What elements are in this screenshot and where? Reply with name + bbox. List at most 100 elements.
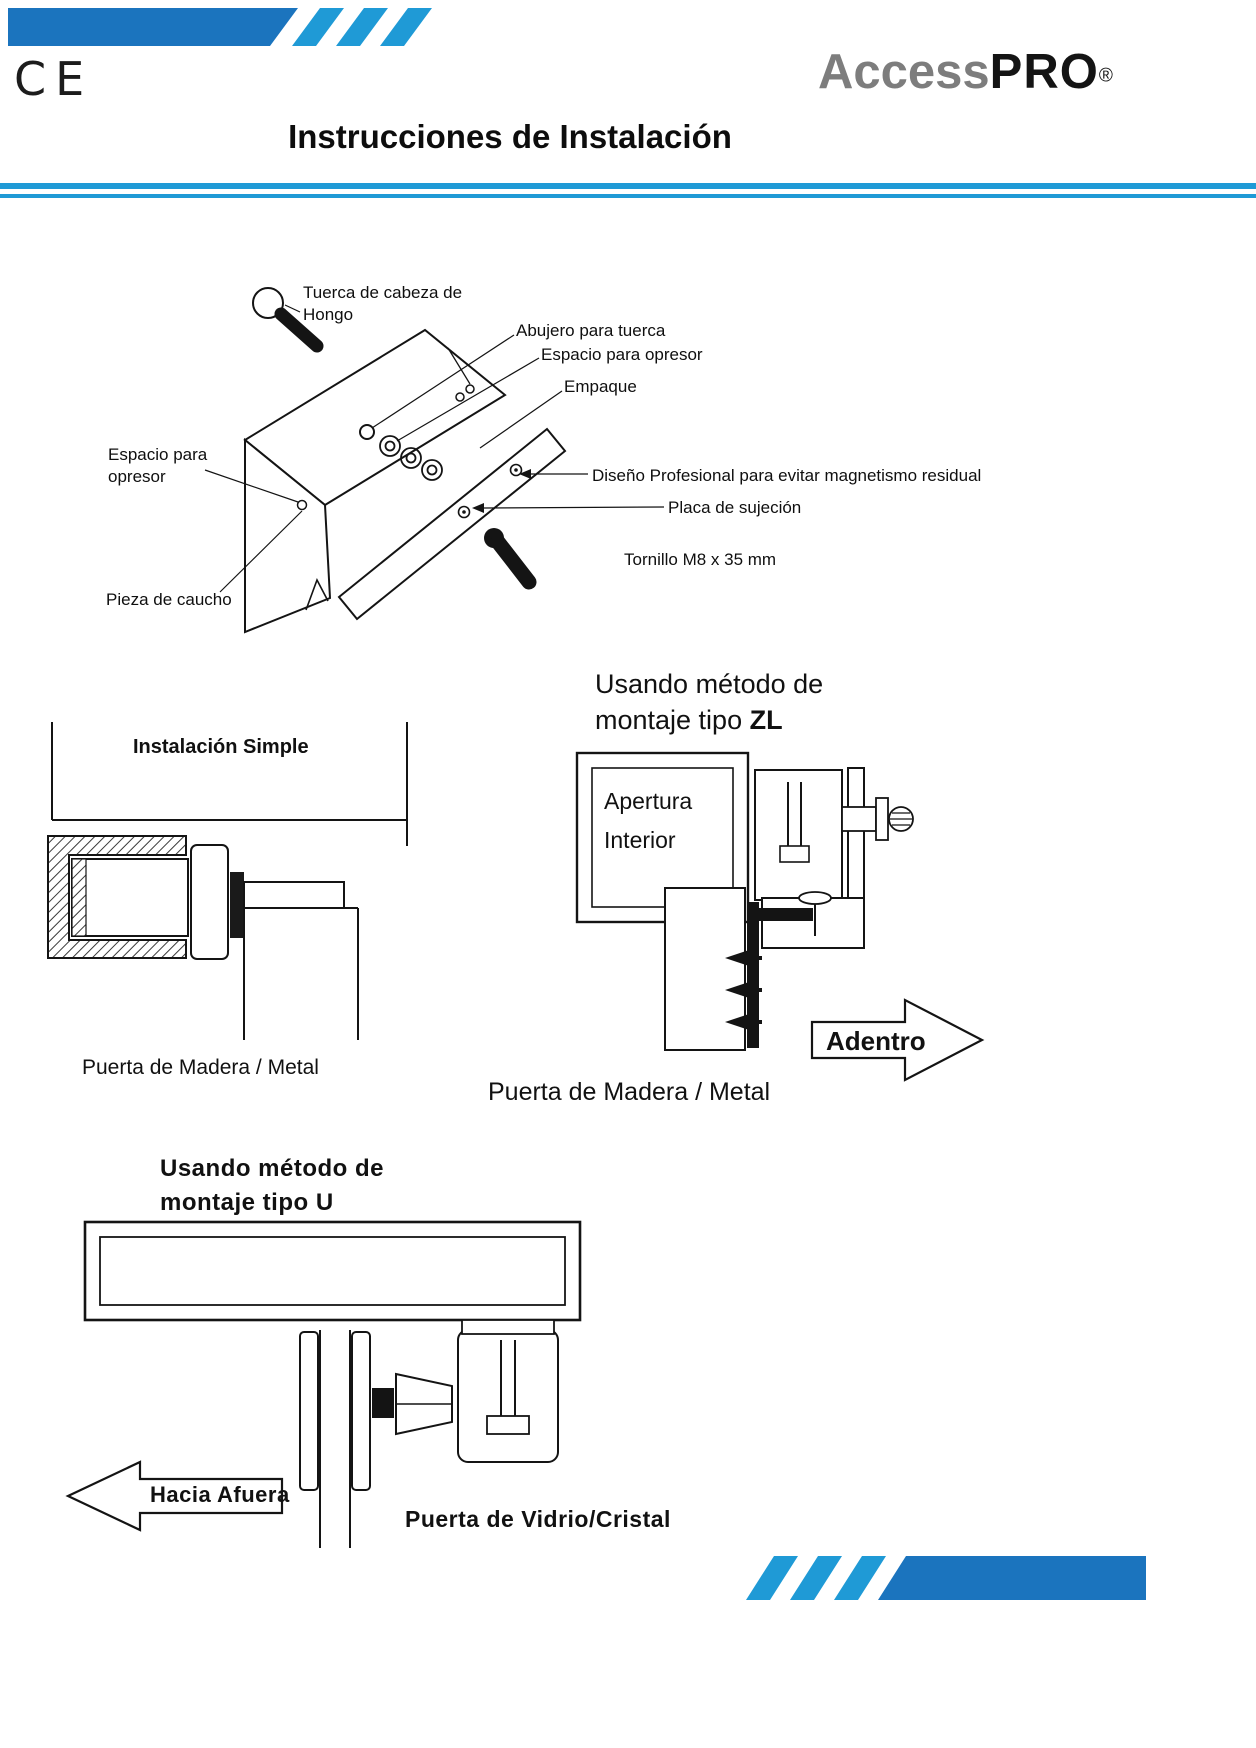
page-title: Instrucciones de Instalación — [288, 118, 732, 155]
apertura-line1: Apertura — [604, 788, 693, 814]
top-stripe-1 — [292, 8, 344, 46]
screw-shaft — [490, 534, 537, 590]
door-screws — [725, 950, 749, 1030]
brand-access: Access — [818, 45, 990, 99]
zl-heading: Usando método de montaje tipo ZL — [595, 666, 823, 739]
zl-heading-line2-bold: ZL — [749, 705, 783, 736]
label-pieza-caucho: Pieza de caucho — [106, 590, 232, 609]
zl-lock-body — [754, 769, 843, 901]
flange-screw-head — [798, 891, 832, 905]
zl-bracket-flange — [761, 897, 865, 949]
plate-hole-nut-1 — [379, 435, 401, 457]
exploded-diagram-art — [204, 287, 665, 634]
anchor-bolt-bar — [243, 881, 345, 909]
armature-spacer-dark — [230, 872, 244, 938]
top-stripe-2 — [336, 8, 388, 46]
footer-decoration — [746, 1556, 1146, 1600]
mushroom-nut-head — [252, 287, 284, 319]
label-tuerca-hongo: Tuerca de cabeza de Hongo — [303, 283, 463, 325]
hacia-afuera-arrow-shape — [65, 1460, 284, 1532]
door-angle-top-bar — [759, 908, 813, 921]
leader-arrowhead-2 — [472, 503, 484, 513]
u-mount-cap — [461, 1319, 555, 1335]
strip-hole-1 — [509, 463, 523, 477]
bolt-flange — [875, 797, 889, 841]
u-heading-line1: Usando método de — [160, 1155, 385, 1182]
leader-lines — [204, 304, 665, 593]
bottom-stripe-3 — [834, 1556, 886, 1600]
label-espacio-opresor-left: Espacio para opresor — [108, 445, 208, 487]
label-abujero-tuerca: Abujero para tuerca — [516, 321, 666, 340]
u-heading-line2-bold: U — [315, 1188, 334, 1216]
corner-hole-2 — [455, 392, 465, 402]
maglock-housing — [71, 858, 189, 937]
brand-logo: AccessPRO® — [818, 44, 1113, 100]
zl-heading-line2-prefix: montaje tipo — [595, 705, 750, 736]
door-angle-dark — [747, 902, 759, 1048]
plate-edge-hole — [296, 499, 308, 511]
hacia-afuera-arrow-label: Hacia Afuera — [150, 1482, 290, 1507]
plate-hole-nut-3 — [421, 459, 443, 481]
simple-install-title: Instalación Simple — [133, 736, 309, 758]
plate-hole-nut-3-inner — [426, 464, 438, 476]
header-rule-bottom — [0, 194, 1256, 198]
plate-hole-plain — [359, 424, 375, 440]
armature-body — [190, 844, 229, 960]
zl-install-art — [575, 751, 985, 1082]
top-blue-bar — [8, 8, 298, 46]
label-espacio-opresor-right: Espacio para opresor — [541, 345, 703, 364]
u-caption: Puerta de Vidrio/Cristal — [405, 1506, 671, 1532]
u-lock-body-outer — [83, 1220, 582, 1322]
label-diseno-profesional: Diseño Profesional para evitar magnetism… — [592, 466, 982, 485]
u-heading-line2-prefix: montaje tipo — [160, 1188, 316, 1216]
apertura-line2: Interior — [604, 827, 676, 854]
strip-hole-2-dot — [462, 510, 466, 514]
apertura-box-outer — [575, 751, 750, 924]
lock-slot-block — [779, 845, 810, 863]
bottom-stripe-2 — [790, 1556, 842, 1600]
u-clamp-left-plate — [299, 1331, 319, 1491]
through-bolt — [841, 806, 877, 832]
mushroom-nut-shaft — [274, 307, 324, 353]
plate-hole-nut-2 — [400, 447, 422, 469]
zl-heading-line1: Usando método de — [595, 669, 824, 699]
mount-screw-head — [486, 1415, 530, 1435]
label-tornillo: Tornillo M8 x 35 mm — [624, 550, 777, 569]
adentro-arrow-shape — [810, 998, 985, 1082]
apertura-interior-label: Apertura Interior — [604, 782, 692, 860]
u-heading: Usando método de montaje tipo U — [160, 1152, 384, 1219]
top-stripe-3 — [380, 8, 432, 46]
simple-install-art — [47, 722, 408, 1040]
bottom-stripe-1 — [746, 1556, 798, 1600]
apertura-box-inner — [591, 767, 734, 908]
zl-door — [664, 887, 746, 1051]
ce-mark: CE — [14, 52, 94, 106]
header-decoration — [0, 8, 1256, 198]
label-placa-sujecion: Placa de sujeción — [668, 498, 802, 517]
label-empaque: Empaque — [564, 377, 637, 396]
u-mount-block — [457, 1329, 559, 1463]
plate-corner-cut — [447, 347, 471, 385]
strip-hole-2 — [457, 505, 471, 519]
simple-install-caption: Puerta de Madera / Metal — [82, 1056, 319, 1079]
strip-hole-1-dot — [514, 468, 518, 472]
adentro-arrow-label: Adentro — [826, 1026, 926, 1056]
bottom-blue-bar — [878, 1556, 1146, 1600]
retention-plate-strip — [337, 427, 567, 621]
registered-mark: ® — [1098, 65, 1113, 87]
u-lock-body-inner — [99, 1236, 566, 1306]
clamp-bolt-dark — [372, 1388, 394, 1418]
u-install-art — [65, 1220, 582, 1548]
plate-bottom-notch — [305, 578, 329, 611]
leader-arrowhead-1 — [519, 469, 531, 479]
frame-hatched-channel — [47, 835, 187, 959]
u-clamp-right-plate — [351, 1331, 371, 1491]
plate-hole-nut-2-inner — [405, 452, 417, 464]
u-heading-line2: montaje tipo U — [160, 1186, 384, 1220]
zl-heading-line2: montaje tipo ZL — [595, 702, 823, 738]
maglock-housing-hatch — [71, 858, 87, 937]
zl-caption: Puerta de Madera / Metal — [488, 1078, 771, 1106]
header-rule-top — [0, 183, 1256, 189]
